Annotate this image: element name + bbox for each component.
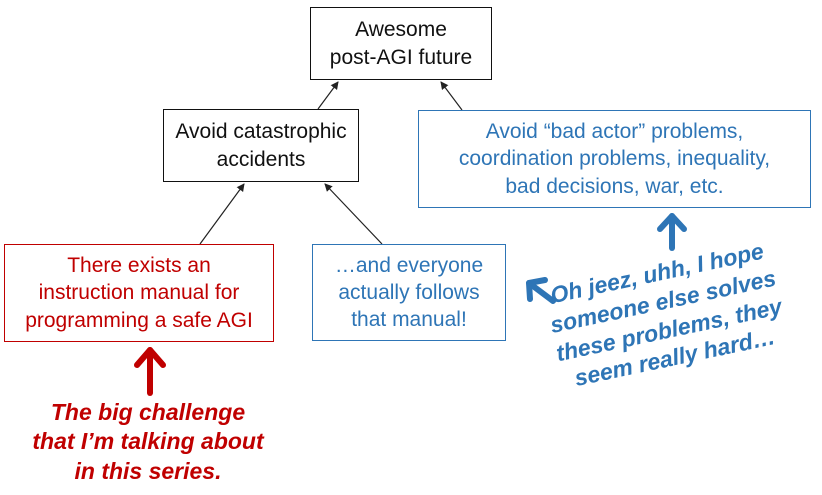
note-line: in this series. [74, 457, 222, 484]
connector-red-to-mid [199, 183, 245, 245]
connector-right-to-top [440, 81, 463, 111]
box-text-line: bad decisions, war, etc. [505, 174, 724, 198]
box-text-line: accidents [216, 147, 306, 171]
box-text-line: Avoid catastrophic [175, 120, 347, 144]
box-text-line: Awesome [355, 18, 447, 42]
note-big-challenge: The big challenge that I’m talking about… [8, 398, 288, 486]
box-text-line: post-AGI future [329, 45, 473, 69]
box-everyone-follows: …and everyone actually follows that manu… [312, 244, 506, 341]
note-line: that I’m talking about [32, 428, 264, 455]
box-text-line: Avoid “bad actor” problems, [485, 120, 744, 144]
box-bad-actor-problems: Avoid “bad actor” problems, coordination… [418, 110, 811, 208]
box-text-line: programming a safe AGI [25, 308, 253, 332]
red-arrow [134, 347, 166, 396]
connector-mid-to-top [317, 81, 339, 110]
blue-arrow-up [657, 213, 687, 251]
note-line: The big challenge [50, 399, 246, 425]
box-text-line: …and everyone [334, 253, 484, 277]
box-awesome-future: Awesome post-AGI future [310, 7, 492, 80]
box-text-line: actually follows [338, 280, 480, 304]
box-instruction-manual: There exists an instruction manual for p… [4, 244, 274, 342]
box-text-line: coordination problems, inequality, [458, 147, 771, 171]
box-text-line: that manual! [351, 308, 467, 332]
box-text-line: instruction manual for [38, 281, 240, 305]
box-avoid-accidents: Avoid catastrophic accidents [163, 109, 359, 182]
blue-arrow-left [526, 277, 556, 304]
connector-follow-to-mid [324, 183, 383, 245]
box-text-line: There exists an [67, 254, 211, 278]
